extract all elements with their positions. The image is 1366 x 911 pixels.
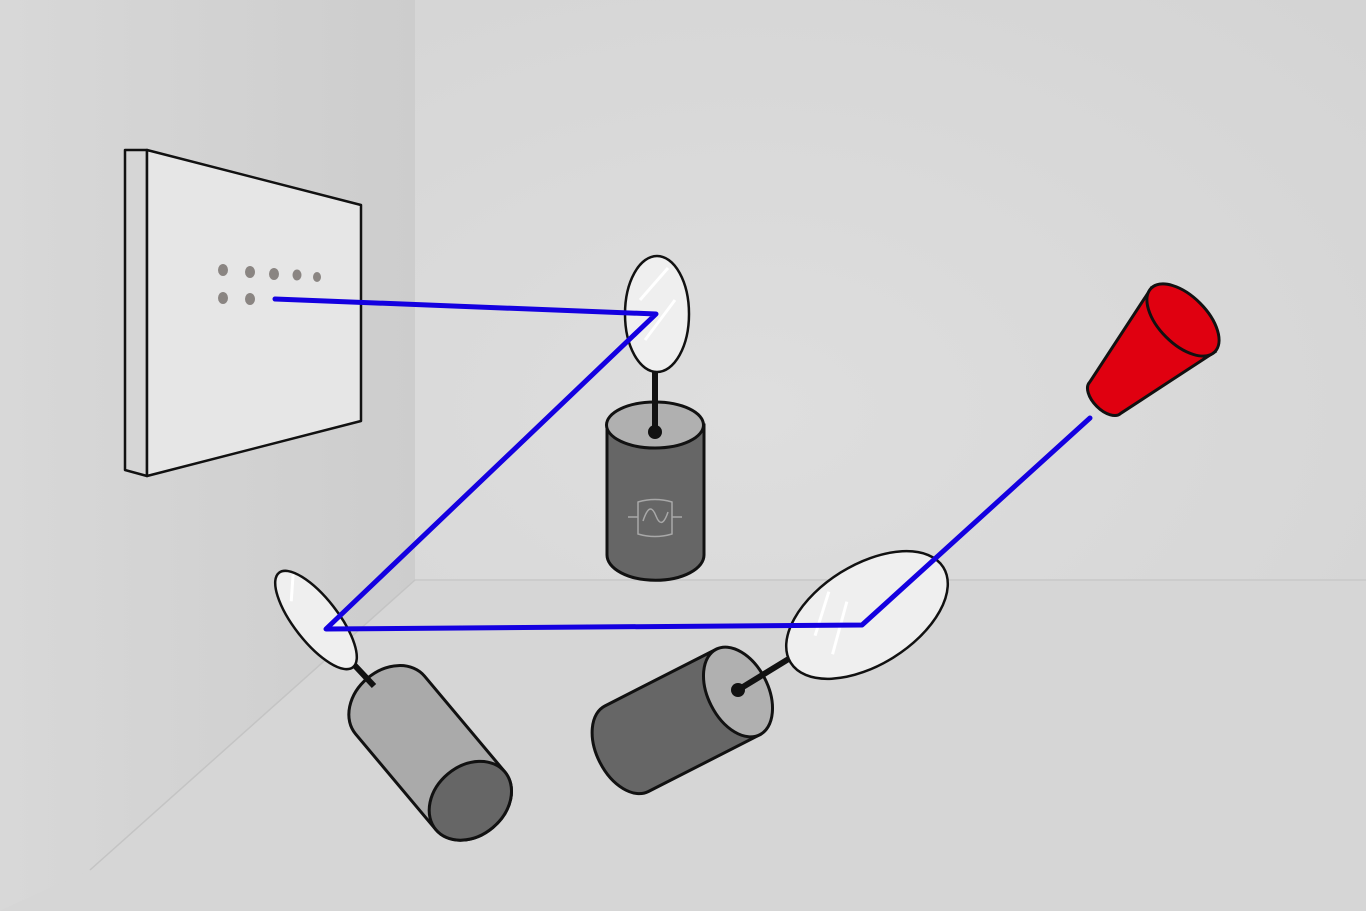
laser-dot	[292, 269, 302, 281]
laser-emitter	[1086, 282, 1221, 417]
projection-screen	[123, 148, 363, 478]
laser-dot	[245, 266, 255, 278]
galvo-motor-left	[347, 664, 514, 842]
laser-dot	[218, 264, 228, 276]
laser-dot	[245, 293, 255, 305]
laser-dots	[218, 264, 321, 305]
galvo-mirror-left	[273, 569, 359, 671]
laser-dot	[218, 292, 228, 304]
laser-beam	[272, 296, 1093, 632]
waveform-icon	[628, 498, 682, 538]
galvo-motor-top	[605, 400, 706, 582]
laser-dot	[269, 268, 279, 280]
laser-dot	[313, 272, 321, 282]
